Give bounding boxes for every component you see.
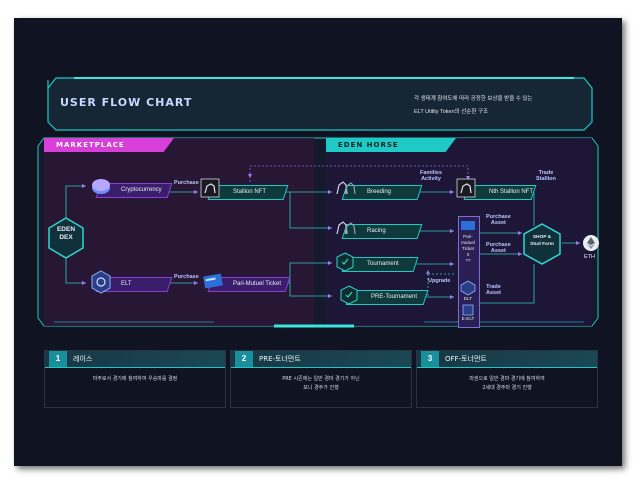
eden-dex-hex-icon (48, 217, 84, 259)
card-off-tournament-desc-line2: 2세대 경주마 경기 진행 (482, 385, 532, 391)
elt-token-icon (91, 270, 111, 294)
nth-stallion-nft-label: Nth Stallion NFT (489, 189, 534, 195)
card-pre-tournament-title: PRE-토너먼트 (259, 355, 301, 363)
pre-tournament-badge-icon (340, 285, 358, 305)
card-pre-tournament-number: 2 (235, 351, 253, 367)
marketplace-tab: MARKETPLACE (44, 138, 174, 152)
card-pre-tournament-header: PRE-토너먼트 (231, 351, 411, 368)
marketplace-label: MARKETPLACE (56, 141, 125, 149)
ticket-small-icon (461, 221, 475, 230)
asset-column (458, 216, 480, 328)
pari-ticket-line3: Ticket (461, 246, 475, 251)
pari-ticket-line1: Pari- (463, 234, 473, 239)
upgrade-label: Upgrade (428, 278, 451, 284)
breeding-horses-icon (336, 181, 356, 195)
flow-chart-card: USER FLOW CHART 각 생태계 참여도에 따라 공정한 보상을 받을… (14, 18, 622, 466)
elt-small-label: ELT (463, 296, 473, 301)
connector-lines (65, 165, 580, 304)
eth-icon (583, 235, 599, 251)
pari-ticket-line5: ?? (465, 258, 471, 263)
card-off-tournament-desc-line1: 마권으로 일반 경마 경기에 참여하여 (469, 376, 545, 382)
purchase-flow-label-bottom: Purchase (174, 274, 199, 280)
pari-ticket-line2: mutuel (461, 240, 475, 245)
card-off-tournament: OFF-토너먼트 3 마권으로 일반 경마 경기에 참여하여 2세대 경주마 경… (416, 350, 598, 408)
racing-horses-icon (336, 221, 356, 235)
nth-horse-card-icon (456, 178, 476, 198)
card-race-title: 레이스 (73, 355, 93, 363)
page-title: USER FLOW CHART (60, 96, 193, 109)
horse-card-icon (200, 178, 220, 198)
card-off-tournament-title: OFF-토너먼트 (445, 355, 487, 363)
eden-horse-tab: EDEN HORSE (326, 138, 456, 152)
eden-horse-label: EDEN HORSE (338, 141, 399, 149)
trade-stallion-label: Trade Stallion (536, 170, 556, 182)
e-elt-icon (462, 304, 474, 316)
shop-hex-icon (523, 223, 561, 265)
card-off-tournament-number: 3 (421, 351, 439, 367)
card-race: 레이스 1 마주로서 경기에 참여하여 우승마를 결정 (44, 350, 226, 408)
tournament-label: Tournament (367, 261, 399, 267)
card-race-desc-line1: 마주로서 경기에 참여하여 우승마를 결정 (92, 376, 178, 382)
header-subtitle-line2: ELT Utility Token의 선순환 구조 (414, 109, 489, 115)
purchase-asset-mid-label: Purchase Asset (486, 242, 511, 254)
families-activity-label: Families Activity (420, 170, 443, 182)
tournament-badge-icon (336, 252, 354, 272)
e-elt-label: E-ELT (461, 316, 475, 321)
coin-icon (92, 179, 110, 194)
card-off-tournament-header: OFF-토너먼트 (417, 351, 597, 368)
pre-tournament-label: PRE-Tournament (371, 294, 418, 300)
purchase-asset-top-label: Purchase Asset (486, 214, 511, 226)
stallion-nft-label: Stallion NFT (233, 189, 267, 195)
purchase-flow-label: Purchase (174, 180, 199, 186)
header-subtitle-line1: 각 생태계 참여도에 따라 공정한 보상을 받을 수 있는 (414, 96, 533, 102)
eden-dex-label: EDEN DEX (56, 226, 76, 241)
ticket-icon (203, 273, 223, 289)
card-race-number: 1 (49, 351, 67, 367)
card-pre-tournament-desc-line2: 포니 경주가 진행 (303, 385, 339, 391)
shop-label: SHOP & Stud Farm (530, 235, 554, 247)
eth-label: ETH (584, 254, 595, 260)
pari-ticket-line4: X (466, 252, 470, 257)
elt-small-icon (460, 280, 476, 296)
card-pre-tournament: PRE-토너먼트 2 PRE 시즌에는 일반 경마 경기가 아닌 포니 경주가 … (230, 350, 412, 408)
card-pre-tournament-desc-line1: PRE 시즌에는 일반 경마 경기가 아닌 (282, 376, 360, 382)
trade-asset-label: Trade Asset (486, 284, 501, 296)
card-race-header: 레이스 (45, 351, 225, 368)
